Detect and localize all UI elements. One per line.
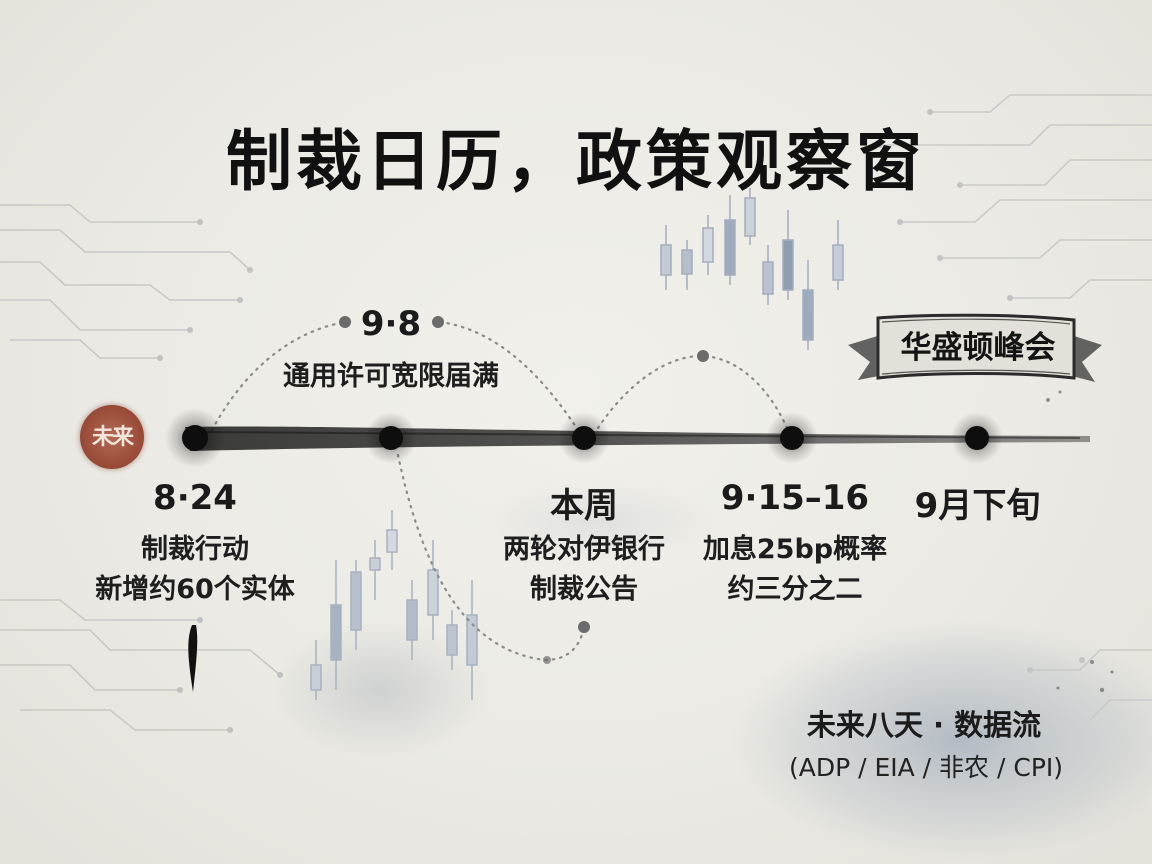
- event-desc-3-line-1: 两轮对伊银行: [503, 534, 665, 565]
- dotted-arcs: [210, 320, 789, 662]
- circuit-lines-right: [880, 94, 1152, 721]
- ink-drip: [188, 625, 198, 692]
- event-desc-4-line-1: 加息25bp概率: [702, 534, 888, 565]
- candlestick-decoration-top: [660, 188, 844, 350]
- event-desc-3: 两轮对伊银行 制裁公告: [474, 530, 694, 610]
- page-title: 制裁日历，政策观察窗: [226, 122, 926, 200]
- event-desc-1: 制裁行动 新增约60个实体: [80, 530, 310, 610]
- event-desc-1-line-2: 新增约60个实体: [95, 574, 295, 605]
- event-desc-4-line-2: 约三分之二: [727, 574, 863, 605]
- event-date-3: 本周: [550, 486, 618, 526]
- event-desc-1-line-1: 制裁行动: [141, 534, 249, 565]
- candlestick-decoration-bottom: [310, 510, 478, 700]
- seal-icon: 未来: [80, 405, 144, 469]
- event-date-1: 8·24: [153, 478, 237, 518]
- ink-wash-bottom-right: [730, 620, 1152, 860]
- event-date-4: 9·15–16: [720, 478, 870, 518]
- event-desc-4: 加息25bp概率 约三分之二: [690, 530, 900, 610]
- event-desc-3-line-2: 制裁公告: [530, 574, 638, 605]
- data-flow-title: 未来八天 · 数据流: [806, 708, 1042, 742]
- event-desc-2-line-1: 通用许可宽限届满: [283, 361, 499, 392]
- timeline-nodes: [165, 408, 1003, 468]
- event-desc-2: 通用许可宽限届满: [266, 357, 516, 397]
- circuit-lines-left: [0, 204, 281, 731]
- ink-wash-mid: [480, 480, 720, 560]
- data-flow-items: (ADP / EIA / 非农 / CPI): [788, 753, 1064, 782]
- event-date-2: 9·8: [360, 304, 422, 344]
- summit-banner-scroll: [848, 313, 1102, 382]
- ink-wash-bottom-left: [270, 620, 490, 760]
- summit-banner-label: 华盛顿峰会: [900, 330, 1056, 366]
- event-date-5: 9月下旬: [914, 486, 1041, 526]
